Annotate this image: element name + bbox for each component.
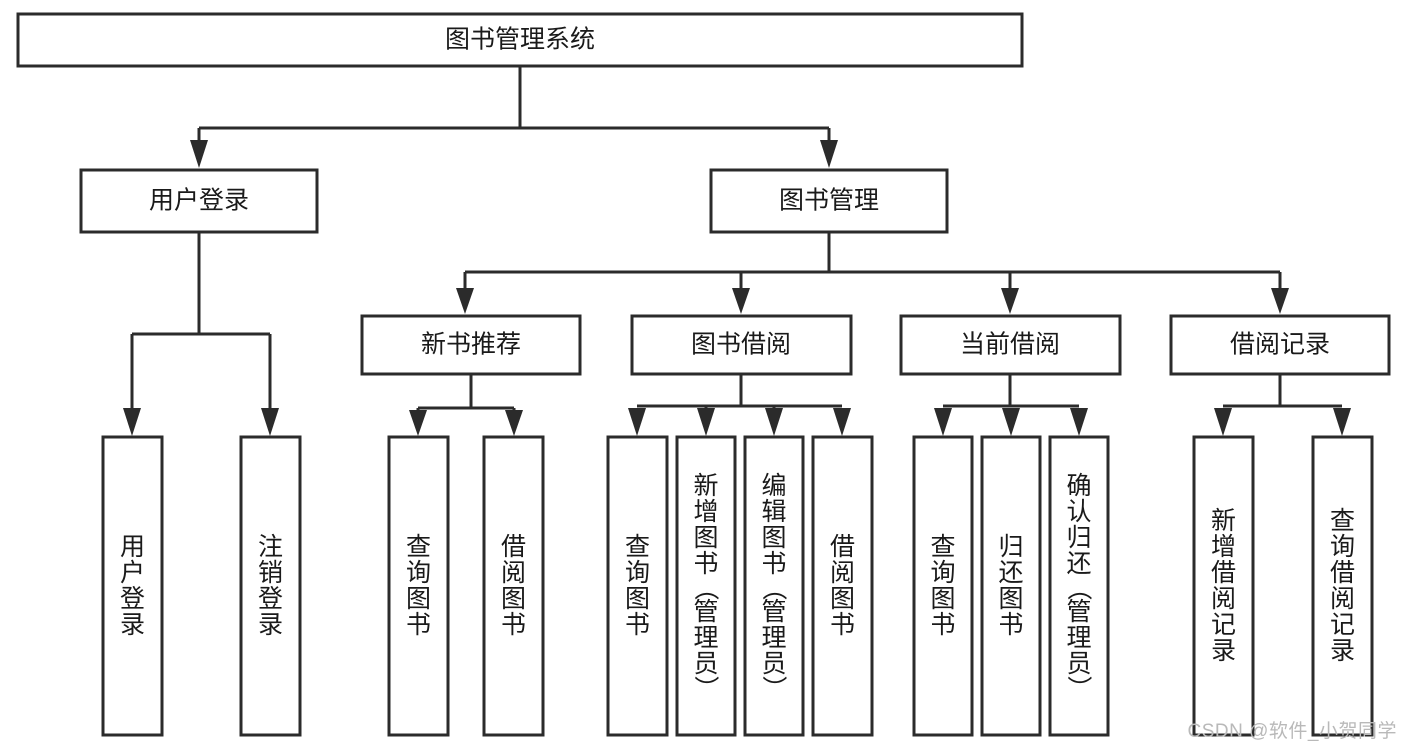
leaf-node-box[interactable]: [387, 435, 450, 737]
connector-group-current-borrow: [934, 374, 1088, 436]
arrow-newbook-l2-icon: [505, 410, 523, 436]
connector-group-user-login: [123, 232, 279, 436]
node-root-label: 图书管理系统: [445, 26, 595, 54]
arrow-root-to-user-icon: [190, 140, 208, 168]
leaf-node-box[interactable]: [1311, 435, 1374, 737]
leaf-node-box[interactable]: [1192, 435, 1255, 737]
arrow-borrow-l3-icon: [765, 408, 783, 436]
arrow-current-l1-icon: [934, 408, 952, 436]
node-book-management-box[interactable]: [709, 168, 949, 234]
connector-group-root: [190, 66, 838, 168]
node-user-login[interactable]: 用户登录: [79, 168, 319, 234]
node-new-book-recommend[interactable]: 新书推荐: [360, 314, 582, 376]
arrow-user-leaf2-icon: [261, 408, 279, 436]
connector-group-book-manage: [456, 232, 1289, 314]
node-book-management[interactable]: 图书管理: [709, 168, 949, 234]
node-root-box[interactable]: [16, 12, 1024, 68]
node-borrow-record-label: 借阅记录: [1230, 331, 1330, 359]
arrow-borrow-l2-icon: [697, 408, 715, 436]
leaf-node-box[interactable]: [675, 435, 737, 737]
node-book-borrow-label: 图书借阅: [691, 331, 791, 359]
arrow-record-l2-icon: [1333, 408, 1351, 436]
leaf-node-box[interactable]: [912, 435, 974, 737]
arrow-book-c3-icon: [1001, 288, 1019, 314]
node-borrow-record[interactable]: 借阅记录: [1169, 314, 1391, 376]
leaf-node-box[interactable]: [606, 435, 669, 737]
leaf-node-box[interactable]: [101, 435, 164, 737]
node-current-borrow-box[interactable]: [899, 314, 1122, 376]
arrow-book-c1-icon: [456, 288, 474, 314]
arrow-user-leaf1-icon: [123, 408, 141, 436]
arrow-current-l2-icon: [1002, 408, 1020, 436]
node-user-login-label: 用户登录: [149, 187, 249, 215]
leaf-node-box[interactable]: [980, 435, 1042, 737]
node-book-borrow[interactable]: 图书借阅: [630, 314, 853, 376]
leaf-node-boxes: [101, 435, 1374, 737]
node-book-management-label: 图书管理: [779, 187, 879, 215]
arrow-newbook-l1-icon: [409, 410, 427, 436]
leaf-node-box[interactable]: [1048, 435, 1110, 737]
watermark-text: CSDN @软件_小贺同学: [1187, 721, 1397, 742]
node-current-borrow[interactable]: 当前借阅: [899, 314, 1122, 376]
arrow-root-to-book-icon: [820, 140, 838, 168]
node-root[interactable]: 图书管理系统: [16, 12, 1024, 68]
arrow-book-c4-icon: [1271, 288, 1289, 314]
connector-group-book-borrow: [628, 374, 851, 436]
connector-group-new-book: [409, 374, 523, 436]
leaf-node-box[interactable]: [482, 435, 545, 737]
arrow-record-l1-icon: [1214, 408, 1232, 436]
node-new-book-recommend-label: 新书推荐: [421, 331, 521, 359]
leaf-node-box[interactable]: [743, 435, 805, 737]
arrow-borrow-l1-icon: [628, 408, 646, 436]
leaf-node-box[interactable]: [239, 435, 302, 737]
arrow-book-c2-icon: [732, 288, 750, 314]
node-new-book-recommend-box[interactable]: [360, 314, 582, 376]
node-user-login-box[interactable]: [79, 168, 319, 234]
node-borrow-record-box[interactable]: [1169, 314, 1391, 376]
node-book-borrow-box[interactable]: [630, 314, 853, 376]
arrow-current-l3-icon: [1070, 408, 1088, 436]
connector-group-borrow-record: [1214, 374, 1351, 436]
node-current-borrow-label: 当前借阅: [960, 331, 1060, 359]
arrow-borrow-l4-icon: [833, 408, 851, 436]
leaf-node-box[interactable]: [811, 435, 874, 737]
